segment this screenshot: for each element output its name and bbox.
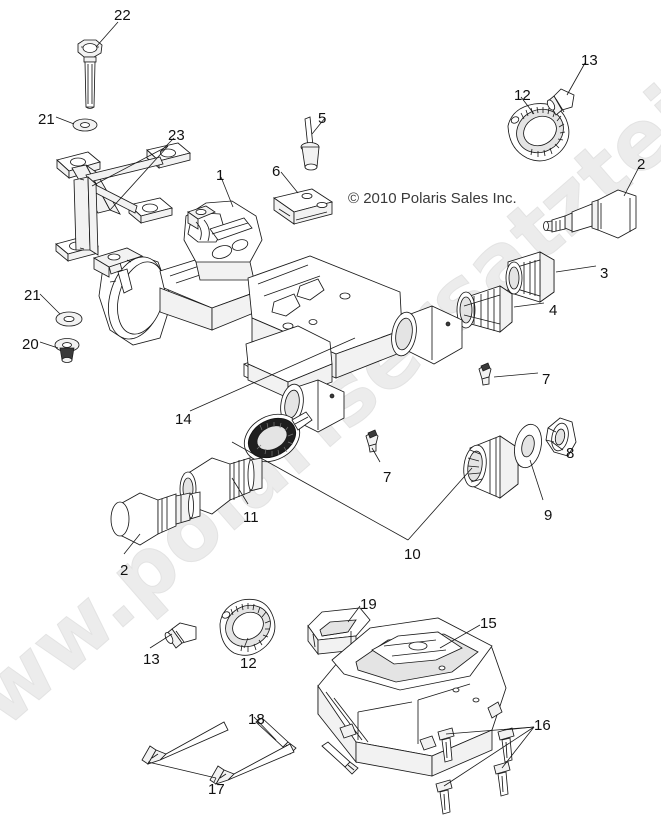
part-4-bushing-sleeve [456,285,513,333]
part-22-flange-bolt-long [77,39,103,109]
part-12-bearing-race-lower [219,598,276,656]
part-7-grease-fitting-right [478,362,492,386]
leader-lines [39,21,640,787]
part-15-skid-plate [317,617,507,777]
part-2-axle-spindle-right [543,189,637,239]
part-18-screws-short [255,717,359,775]
callout-12-lower: 12 [240,655,257,672]
callout-6: 6 [272,163,281,180]
part-20-grommet [54,338,80,363]
part-2-axle-spindle-left [110,491,201,546]
part-13-dowel-pin-lower [164,622,197,649]
callout-19: 19 [360,596,377,613]
callout-13-lower: 13 [143,651,160,668]
callout-4: 4 [549,302,558,319]
callout-16: 16 [534,717,551,734]
callout-14: 14 [175,411,192,428]
callout-2-left: 2 [120,562,129,579]
part-1-14-swingarm-assembly [92,200,463,433]
callout-3: 3 [600,265,609,282]
callout-7-lower: 7 [383,469,392,486]
callout-22: 22 [114,7,131,24]
part-21-flat-washer-left [55,311,83,327]
part-3-bushing-flanged [505,251,555,303]
part-13-dowel-pin-top [546,88,575,116]
callout-7-right: 7 [542,371,551,388]
part-23-bracket-tri-arm [55,142,191,262]
callout-2-right: 2 [637,156,646,173]
callout-21-top: 21 [38,111,55,128]
part-19-bumper-pad [307,607,371,656]
callout-10: 10 [404,546,421,563]
callout-18: 18 [248,711,265,728]
part-17-screws-long [141,721,295,785]
callout-5: 5 [318,110,327,127]
callout-21-left: 21 [24,287,41,304]
part-12-bearing-race-top [507,103,570,162]
callout-20: 20 [22,336,39,353]
callout-8: 8 [566,445,575,462]
part-5-rivet-pin [300,116,320,171]
part-7-grease-fitting-lower [365,429,379,453]
callout-13-top: 13 [581,52,598,69]
callout-1: 1 [216,167,225,184]
part-10-bearing-retainer [463,435,519,499]
part-8-lock-nut [545,417,577,457]
callout-15: 15 [480,615,497,632]
part-9-washer-thrust [514,423,542,469]
callout-11: 11 [243,509,259,526]
part-6-cover-plate [272,188,334,225]
callout-17: 17 [208,781,225,798]
callout-23: 23 [168,127,185,144]
callout-9: 9 [544,507,553,524]
copyright-notice: © 2010 Polaris Sales Inc. [348,190,517,207]
callout-12-top: 12 [514,87,531,104]
part-12-bearing-center [243,411,313,463]
part-21-flat-washer-top [72,118,98,132]
